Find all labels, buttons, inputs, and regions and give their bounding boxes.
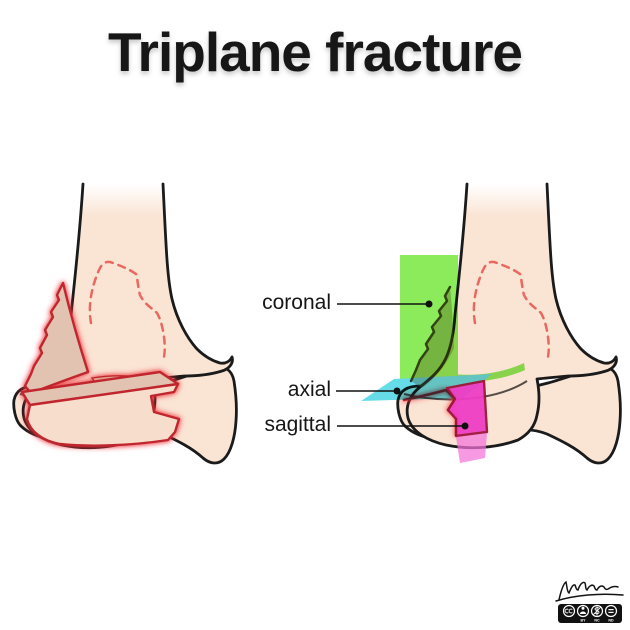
- artist-signature: [555, 580, 624, 602]
- axial-pointer-dot: [393, 387, 401, 395]
- sagittal-plane-lower: [456, 433, 487, 463]
- nc-icon: [590, 604, 604, 618]
- by-person-body: [579, 611, 587, 614]
- coronal-pointer-dot: [425, 300, 433, 308]
- badge-letter-nc: NC: [594, 619, 600, 623]
- cc-glyph-left: [564, 608, 569, 614]
- label-sagittal: sagittal: [264, 413, 331, 436]
- displaced-fragments: [20, 281, 181, 447]
- badge-letter-nd: ND: [608, 619, 614, 623]
- cc-glyph-right: [568, 608, 573, 614]
- badge-letter-by: BY: [581, 619, 587, 623]
- sagittal-plane: [445, 379, 489, 438]
- label-axial: axial: [287, 378, 331, 401]
- by-person-head: [581, 606, 585, 610]
- epiphysis-fragment-front: [25, 382, 181, 447]
- page-title: Triplane fracture: [108, 21, 523, 83]
- attribution-block: BY NC ND: [555, 580, 624, 623]
- pointer-dots: [393, 300, 469, 430]
- coronal-plane: [400, 255, 458, 394]
- by-icon: [576, 604, 590, 618]
- signature-scribble: [558, 580, 619, 601]
- coronal-fragment: [23, 281, 90, 395]
- label-coronal: coronal: [262, 291, 331, 314]
- nc-slash: [593, 607, 601, 615]
- pointer-lines: [336, 303, 462, 427]
- signature-underline: [555, 593, 624, 602]
- right-ankle-illustration: [361, 182, 622, 465]
- sagittal-pointer-dot: [461, 422, 469, 430]
- nd-icon: [604, 604, 618, 618]
- cc-icon: [562, 604, 576, 618]
- cc-license-badge: BY NC ND: [558, 604, 622, 623]
- left-ankle-illustration: [12, 182, 238, 465]
